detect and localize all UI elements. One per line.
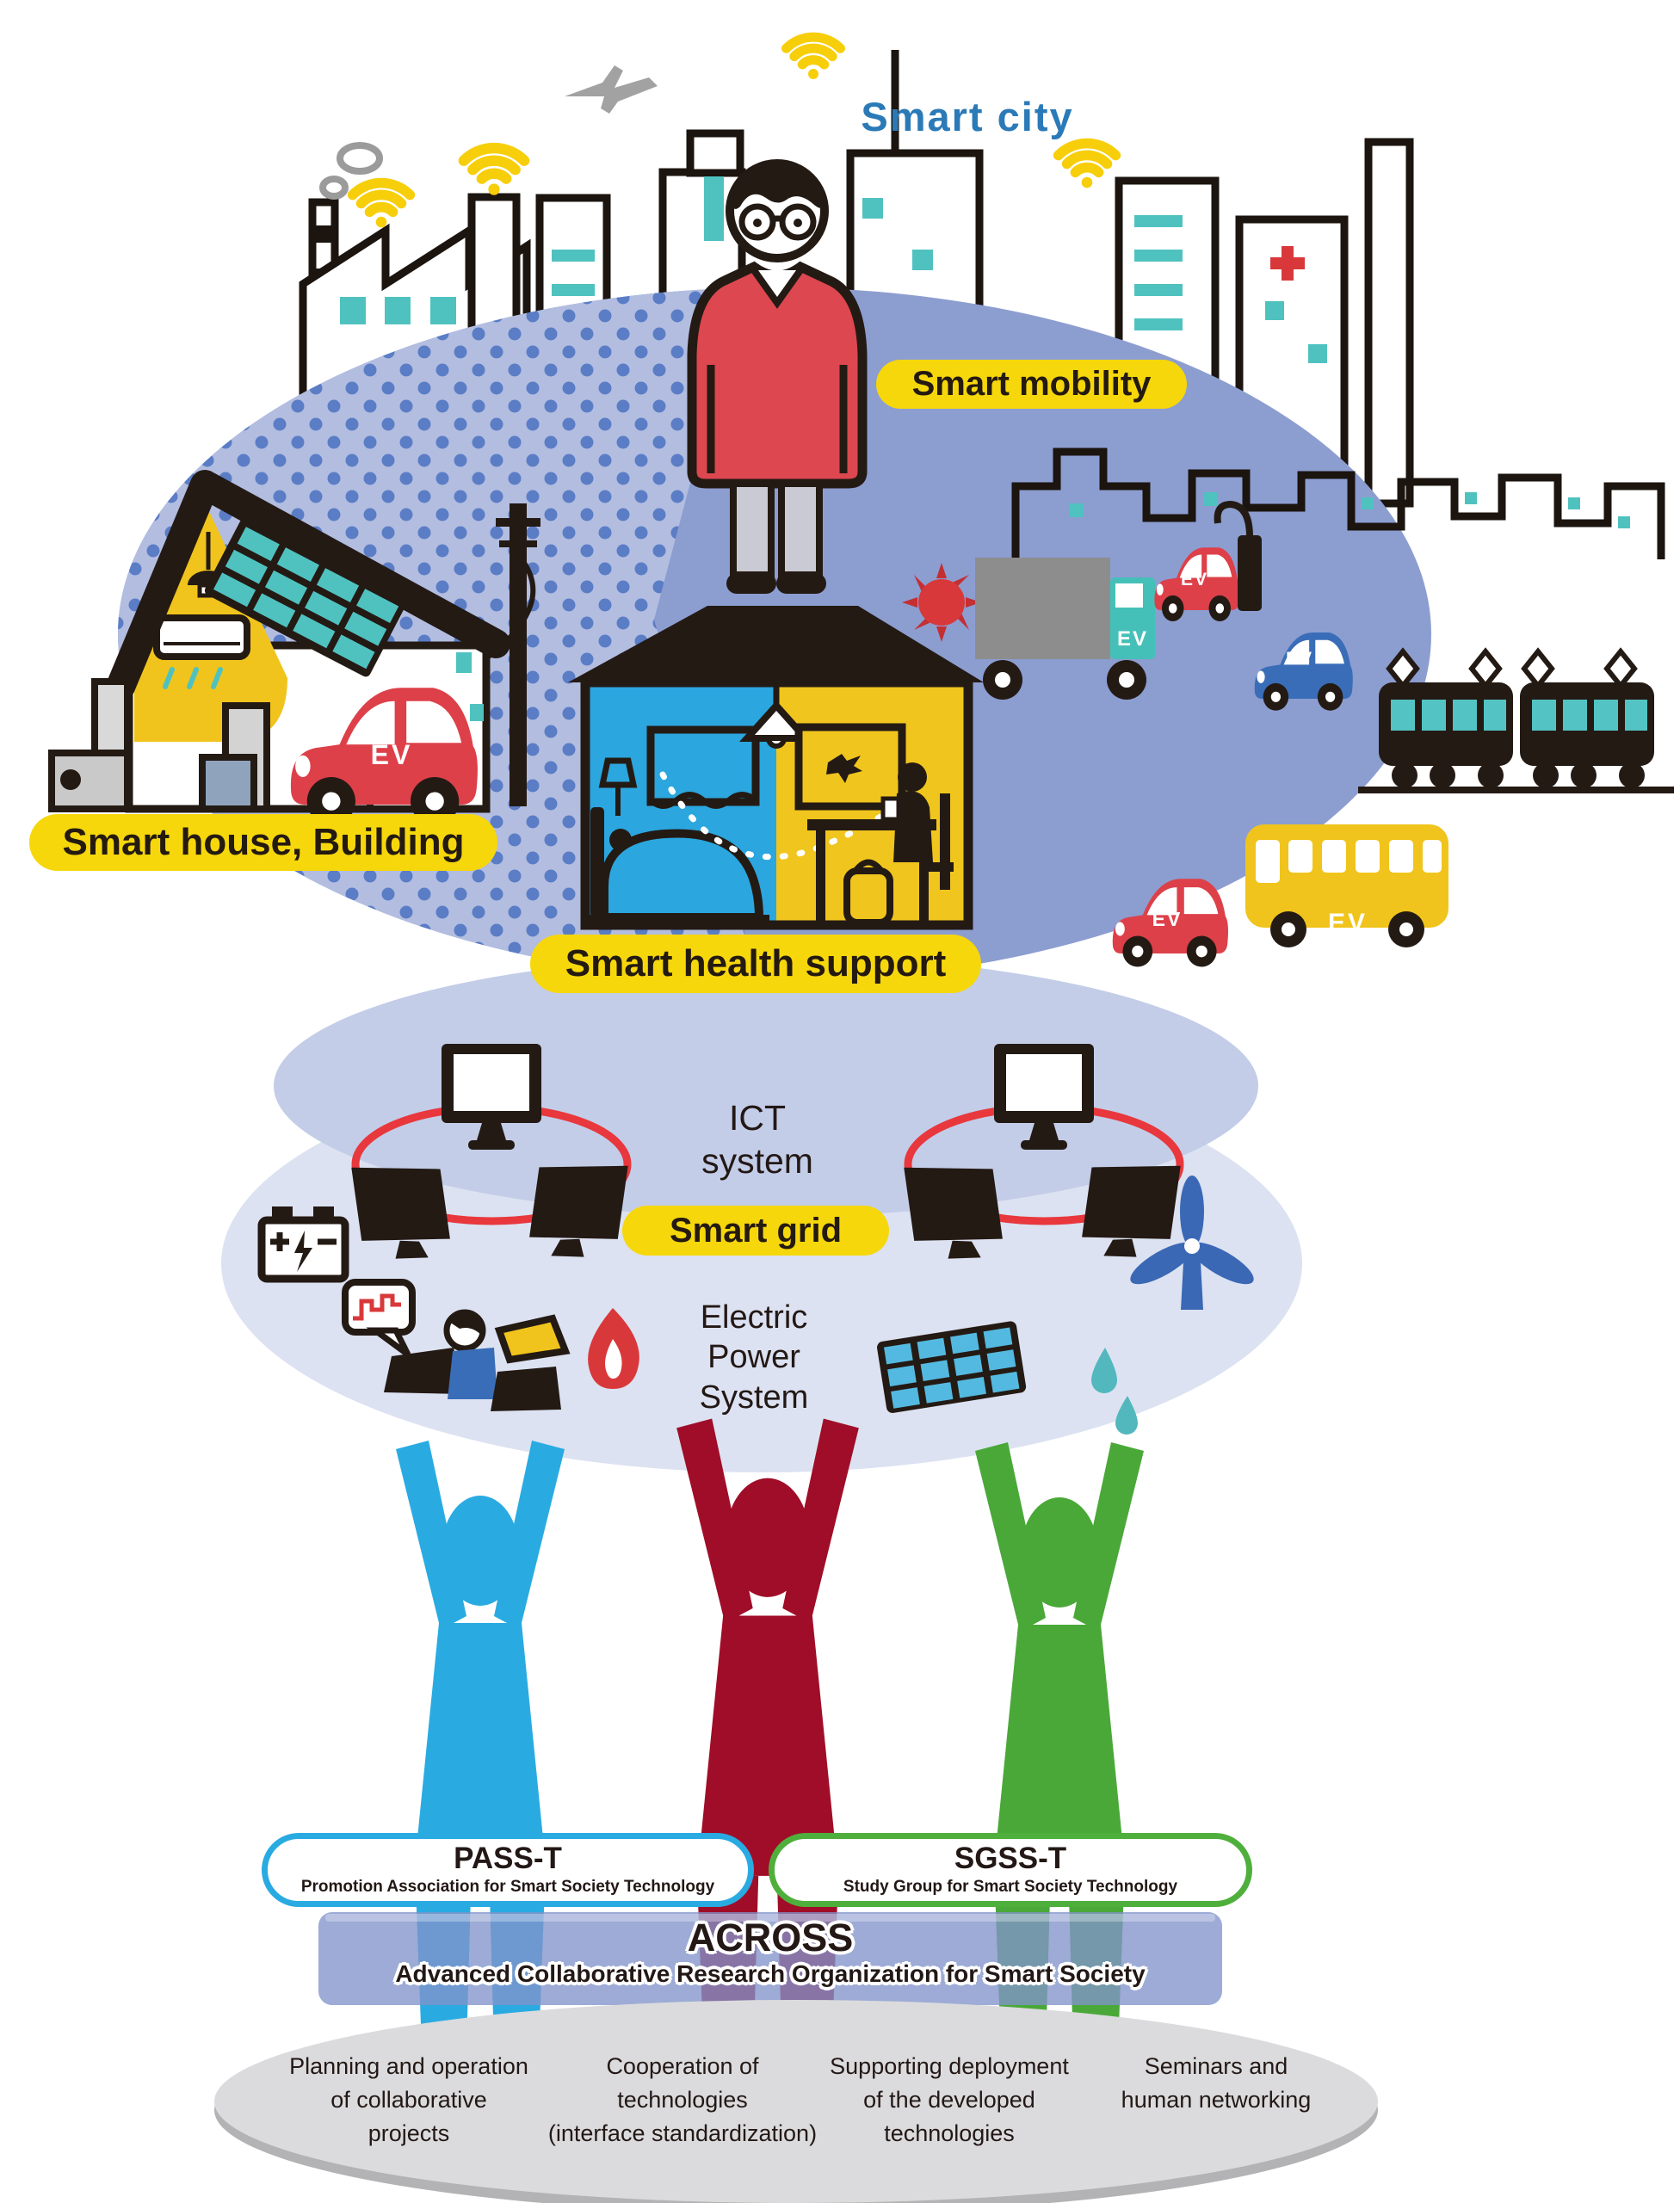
badge-smart-mobility: Smart mobility <box>876 360 1187 409</box>
activity-planning: Planning and operation of collaborative … <box>289 2053 528 2147</box>
badge-smart-house: Smart house, Building <box>29 814 497 871</box>
ev-label: EV <box>1286 649 1313 669</box>
across-description: Advanced Collaborative Research Organiza… <box>395 1960 1146 1987</box>
ev-label: EV <box>1181 570 1208 589</box>
ev-label: EV <box>1152 908 1183 930</box>
mobility-illustration <box>975 500 1674 967</box>
ev-label: EV <box>1117 627 1148 651</box>
pass-t-name: PASS-T <box>454 1841 562 1875</box>
activity-seminars: Seminars and human networking <box>1121 2053 1312 2114</box>
electric-power-label: Electric Power System <box>699 1299 809 1416</box>
operator-laptops-icon <box>384 1309 571 1411</box>
wifi-icon <box>464 148 524 195</box>
ev-bus <box>1245 824 1448 947</box>
activity-deployment: Supporting deployment of the developed t… <box>830 2053 1069 2147</box>
activity-cooperation: Cooperation of technologies (interface s… <box>547 2053 818 2147</box>
person-illustration <box>687 159 868 594</box>
badge-smart-health: Smart health support <box>530 935 981 993</box>
smoke-icon <box>319 142 383 200</box>
sgss-t-description: Study Group for Smart Society Technology <box>843 1878 1178 1897</box>
flame-icon <box>588 1308 639 1389</box>
right-skyline <box>1011 447 1665 559</box>
pass-t-badge: PASS-T Promotion Association for Smart S… <box>262 1833 754 1907</box>
sgss-t-badge: SGSS-T Study Group for Smart Society Tec… <box>769 1833 1252 1907</box>
chart-bubble-icon <box>342 1279 416 1357</box>
water-drop-icon <box>1091 1348 1138 1435</box>
smart-house-illustration <box>48 470 540 826</box>
across-title: ACROSS <box>687 1916 854 1959</box>
sun-icon <box>902 563 981 642</box>
ev-label: EV <box>371 739 413 770</box>
charging-station <box>1214 500 1262 611</box>
right-skyline-windows <box>1070 492 1630 528</box>
badge-smart-grid: Smart grid <box>622 1206 889 1256</box>
ev-label: EV <box>1328 909 1368 937</box>
airplane-icon <box>565 65 658 114</box>
ev-labels: EV EV EV EV EV EV <box>371 570 1368 937</box>
base-ellipse <box>214 2000 1378 2203</box>
wifi-icon <box>353 183 411 228</box>
train <box>1358 647 1674 793</box>
ict-ellipse <box>274 955 1258 1217</box>
ev-truck <box>975 558 1155 700</box>
across-bar <box>318 1912 1222 2005</box>
solar-panel-icon <box>877 1321 1027 1413</box>
hospital-cross-icon <box>1270 246 1305 281</box>
health-house-illustration <box>568 563 984 930</box>
wifi-icon <box>1059 144 1116 188</box>
across-bar-highlight <box>325 1914 1215 1922</box>
ict-system-label: ICT system <box>701 1098 813 1182</box>
wifi-icon <box>787 37 841 79</box>
wind-turbine-icon <box>1130 1176 1254 1310</box>
sgss-t-name: SGSS-T <box>954 1841 1067 1875</box>
battery-icon <box>257 1206 349 1283</box>
pass-t-description: Promotion Association for Smart Society … <box>300 1878 715 1897</box>
smart-city-title: Smart city <box>861 94 1074 139</box>
